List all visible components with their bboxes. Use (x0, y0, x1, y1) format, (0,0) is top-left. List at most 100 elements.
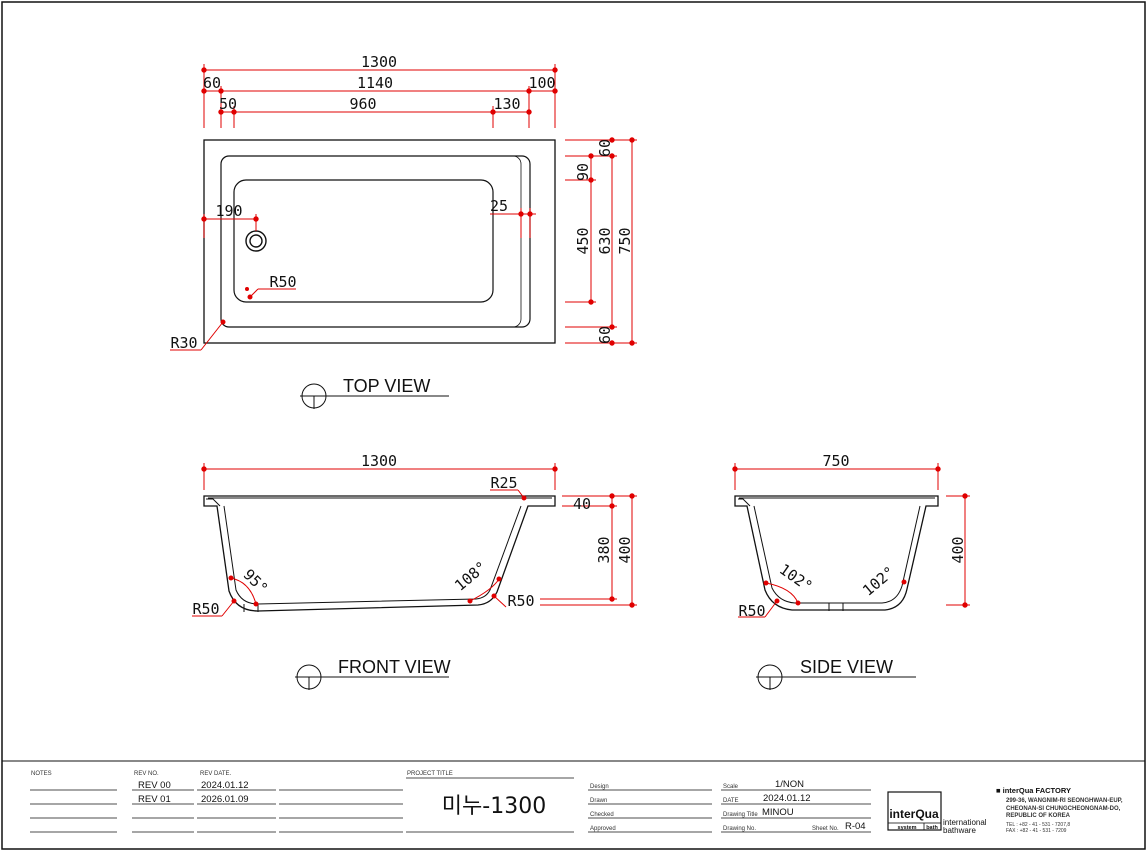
side-view-marker-icon (756, 664, 916, 690)
dim-dot (732, 466, 738, 472)
dim-top-gap: 90 (574, 163, 592, 181)
dim-inner-width: 1140 (357, 74, 393, 92)
dim-dot (609, 340, 615, 346)
dim-dot (231, 109, 237, 115)
dim-drain-x: 190 (215, 202, 242, 220)
dim-dot (521, 495, 527, 501)
scale-label: Scale (723, 784, 739, 790)
dim-dot (253, 601, 259, 607)
side-view: 750 400 102° 102° R50 SIDE VIEW (732, 452, 970, 690)
rev-date-1: 2026.01.09 (201, 794, 249, 805)
drain-inner (249, 234, 263, 248)
side-view-tub-outline (734, 495, 939, 611)
front-view-tub-outline (203, 495, 556, 612)
front-dim-angle-right: 108° (451, 558, 490, 595)
dim-dot (220, 319, 226, 325)
front-dim-bottom-radius-left: R50 (192, 600, 219, 618)
front-view-label: FRONT VIEW (338, 657, 451, 677)
dim-right-offset: 130 (493, 95, 520, 113)
front-view-tub-inner (206, 498, 522, 605)
brand-logo: interQua system bath international bathw… (887, 791, 987, 835)
top-view: 1300 60 1140 100 50 960 130 190 25 R50 R… (170, 53, 637, 409)
dim-dot (201, 466, 207, 472)
dim-gap-right: 25 (490, 197, 508, 215)
dim-dot (609, 324, 615, 330)
drawing-title-label: Drawing Title (723, 812, 758, 818)
dim-dot (496, 576, 502, 582)
dim-dot (629, 137, 635, 143)
logo-side1-text: international (943, 818, 987, 827)
side-view-foot (828, 603, 844, 611)
dim-outer-radius: R30 (170, 334, 197, 352)
logo-line1-text: system (898, 825, 917, 831)
rev-date-0: 2024.01.12 (201, 780, 249, 791)
dim-dot (527, 211, 533, 217)
dim-dot (763, 580, 769, 586)
dim-dot (588, 177, 594, 183)
logo-side2-text: bathware (943, 826, 976, 835)
dim-overall-width: 1300 (361, 53, 397, 71)
dim-dot (552, 67, 558, 73)
title-block: NOTES REV NO. REV DATE. REV 00 2024.01.1… (2, 760, 1145, 835)
front-view: 1300 R25 40 380 400 95° 108° R50 R50 FRO… (192, 452, 637, 690)
factory-address-line-2: CHEONAN-SI CHUNGCHEONGNAM-DO, (1006, 806, 1121, 812)
date-label: DATE (723, 798, 739, 804)
dim-dot (609, 503, 615, 509)
angle-arc-left (230, 577, 257, 605)
dim-dot (467, 598, 473, 604)
dim-dot (552, 466, 558, 472)
side-view-tub-inner (738, 498, 921, 604)
dim-dot (218, 109, 224, 115)
front-view-marker-icon (295, 664, 449, 690)
role-approved: Approved (590, 826, 616, 832)
dim-bottom-flange: 60 (596, 326, 614, 344)
dim-right-flange: 100 (528, 74, 555, 92)
side-dim-angle-right: 102° (859, 563, 898, 600)
dim-left-offset: 50 (219, 95, 237, 113)
project-title: 미누-1300 (442, 794, 546, 819)
dim-left-flange: 60 (203, 74, 221, 92)
front-dim-rim-radius: R25 (490, 474, 517, 492)
front-dim-overall-height: 400 (616, 536, 634, 563)
sheet-no-label: Sheet No. (812, 826, 839, 832)
drawing-title-value: MINOU (762, 807, 794, 818)
dim-dot (552, 88, 558, 94)
front-dim-angle-left: 95° (240, 566, 272, 598)
logo-line2-text: bath (926, 825, 938, 831)
drawing-no-label: Drawing No. (723, 826, 756, 832)
dim-dot (588, 153, 594, 159)
role-checked: Checked (590, 812, 614, 818)
dim-dot (491, 593, 497, 599)
top-view-marker-icon (300, 383, 449, 409)
rev-no-label: REV NO. (134, 771, 159, 777)
rev-no-0: REV 00 (138, 780, 171, 791)
factory-tel: TEL : +82 - 41 - 531 - 7207,8 (1006, 822, 1070, 828)
dim-dot (201, 216, 207, 222)
rev-date-label: REV DATE. (200, 771, 232, 777)
dim-dot (526, 88, 532, 94)
side-dim-overall-height: 400 (949, 536, 967, 563)
factory-name: ■ interQua FACTORY (996, 786, 1071, 795)
side-angle-arc-left (765, 582, 799, 604)
side-view-label: SIDE VIEW (800, 657, 893, 677)
dim-dot (962, 602, 968, 608)
factory-address-line-1: 299-36, WANGNIM-RI SEONGHWAN-EUP, (1006, 798, 1123, 804)
dim-dot (588, 299, 594, 305)
dim-dot (490, 109, 496, 115)
dim-dot (774, 598, 780, 604)
dim-dot (201, 88, 207, 94)
dim-dot (609, 596, 615, 602)
dim-dot (629, 340, 635, 346)
dim-corner-radius: R50 (269, 273, 296, 291)
leader (221, 600, 235, 617)
dim-overall-height: 750 (616, 227, 634, 254)
front-dim-rim-height: 40 (573, 495, 591, 513)
top-view-floor (233, 179, 494, 303)
date-value: 2024.01.12 (763, 793, 811, 804)
dim-dot (231, 598, 237, 604)
side-dim-bottom-radius: R50 (738, 602, 765, 620)
dim-dot (629, 493, 635, 499)
leader (493, 595, 507, 608)
